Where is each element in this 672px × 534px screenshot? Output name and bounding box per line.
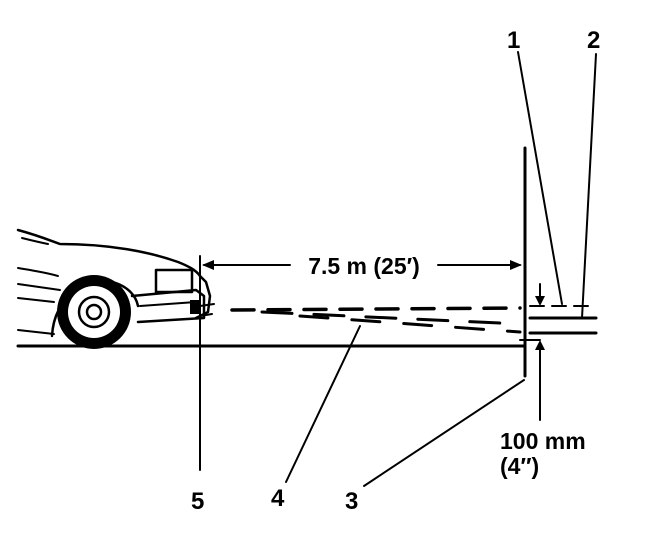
height-dimension [535,283,545,421]
distance-label: 7.5 m (25′) [308,253,420,279]
callout-2: 2 [587,27,600,54]
height-label-line2: (4″) [500,453,539,479]
callout-3: 3 [345,488,358,515]
callout-1: 1 [507,27,520,54]
front-wheel [57,275,131,349]
callout-5: 5 [191,488,204,515]
callout-leaders [285,51,597,487]
screen-reference-lines [519,305,598,341]
headlamp-beam [230,306,522,334]
distance-dimension [202,260,522,270]
callout-4: 4 [271,485,285,512]
height-label-line1: 100 mm [500,428,586,454]
